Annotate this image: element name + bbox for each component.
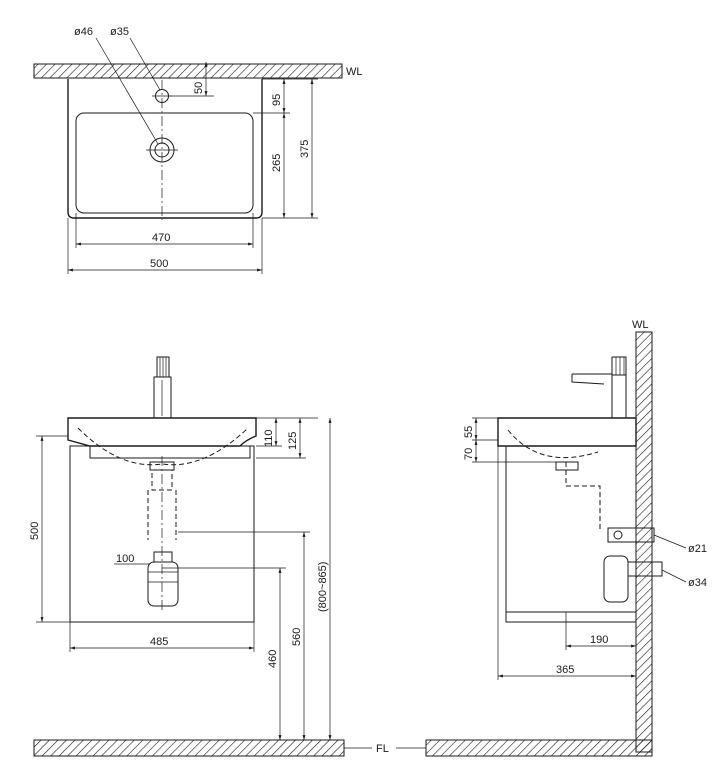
bowl-hidden-line	[77, 427, 249, 466]
top-view: WL ø46 ø35 50 95 265 375	[33, 26, 363, 274]
dim-d35: ø35	[110, 26, 129, 38]
faucet-body	[153, 376, 172, 419]
dim-470: 470	[152, 232, 170, 244]
basin-front	[67, 417, 257, 447]
cabinet-front	[69, 445, 255, 623]
dim-d46: ø46	[74, 26, 93, 38]
basin-side	[497, 417, 637, 447]
cabinet-side	[505, 445, 637, 623]
side-wall-outlet	[627, 561, 663, 577]
dim-55: 55	[463, 426, 475, 438]
side-drain-hidden	[565, 462, 601, 530]
overflow-plate	[89, 445, 251, 459]
floor: FL	[33, 739, 653, 757]
side-view: WL ø21 ø34 55 70	[463, 319, 707, 753]
dim-500-top: 500	[150, 258, 168, 270]
dim-365: 365	[556, 664, 574, 676]
dim-190: 190	[590, 634, 608, 646]
dim-95: 95	[271, 94, 283, 106]
drain-pipe-joint	[153, 551, 173, 563]
dim-d21: ø21	[688, 543, 707, 555]
floor-hatch-left	[33, 739, 345, 757]
side-drain-nut	[555, 461, 579, 471]
basin-bowl-outline	[75, 112, 254, 214]
dim-800-865: (800~865)	[317, 562, 329, 612]
floor-hatch-right	[425, 739, 653, 757]
leader-d46	[95, 37, 159, 145]
dim-110: 110	[263, 429, 275, 447]
front-view: 100 110 125 500 485 460 560 (800~865)	[29, 356, 332, 740]
dim-375: 375	[299, 140, 311, 158]
dim-485: 485	[150, 636, 168, 648]
dim-460: 460	[267, 650, 279, 668]
faucet-side-spout	[571, 373, 627, 419]
wall-side-label: WL	[632, 319, 649, 331]
basin-outer-outline	[67, 79, 263, 219]
dim-d34: ø34	[688, 577, 707, 589]
dim-70: 70	[463, 448, 475, 460]
leader-d35	[129, 37, 161, 91]
wall-top-label: WL	[346, 66, 363, 78]
side-siphon	[603, 555, 629, 603]
dim-100: 100	[116, 553, 134, 565]
dim-265: 265	[271, 154, 283, 172]
dim-560: 560	[291, 628, 303, 646]
floor-label: FL	[376, 743, 389, 755]
dim-50: 50	[193, 82, 205, 94]
dim-125: 125	[287, 432, 299, 450]
dim-500-side: 500	[29, 522, 41, 540]
wall-top-hatch	[33, 63, 343, 79]
siphon-body	[147, 561, 179, 607]
